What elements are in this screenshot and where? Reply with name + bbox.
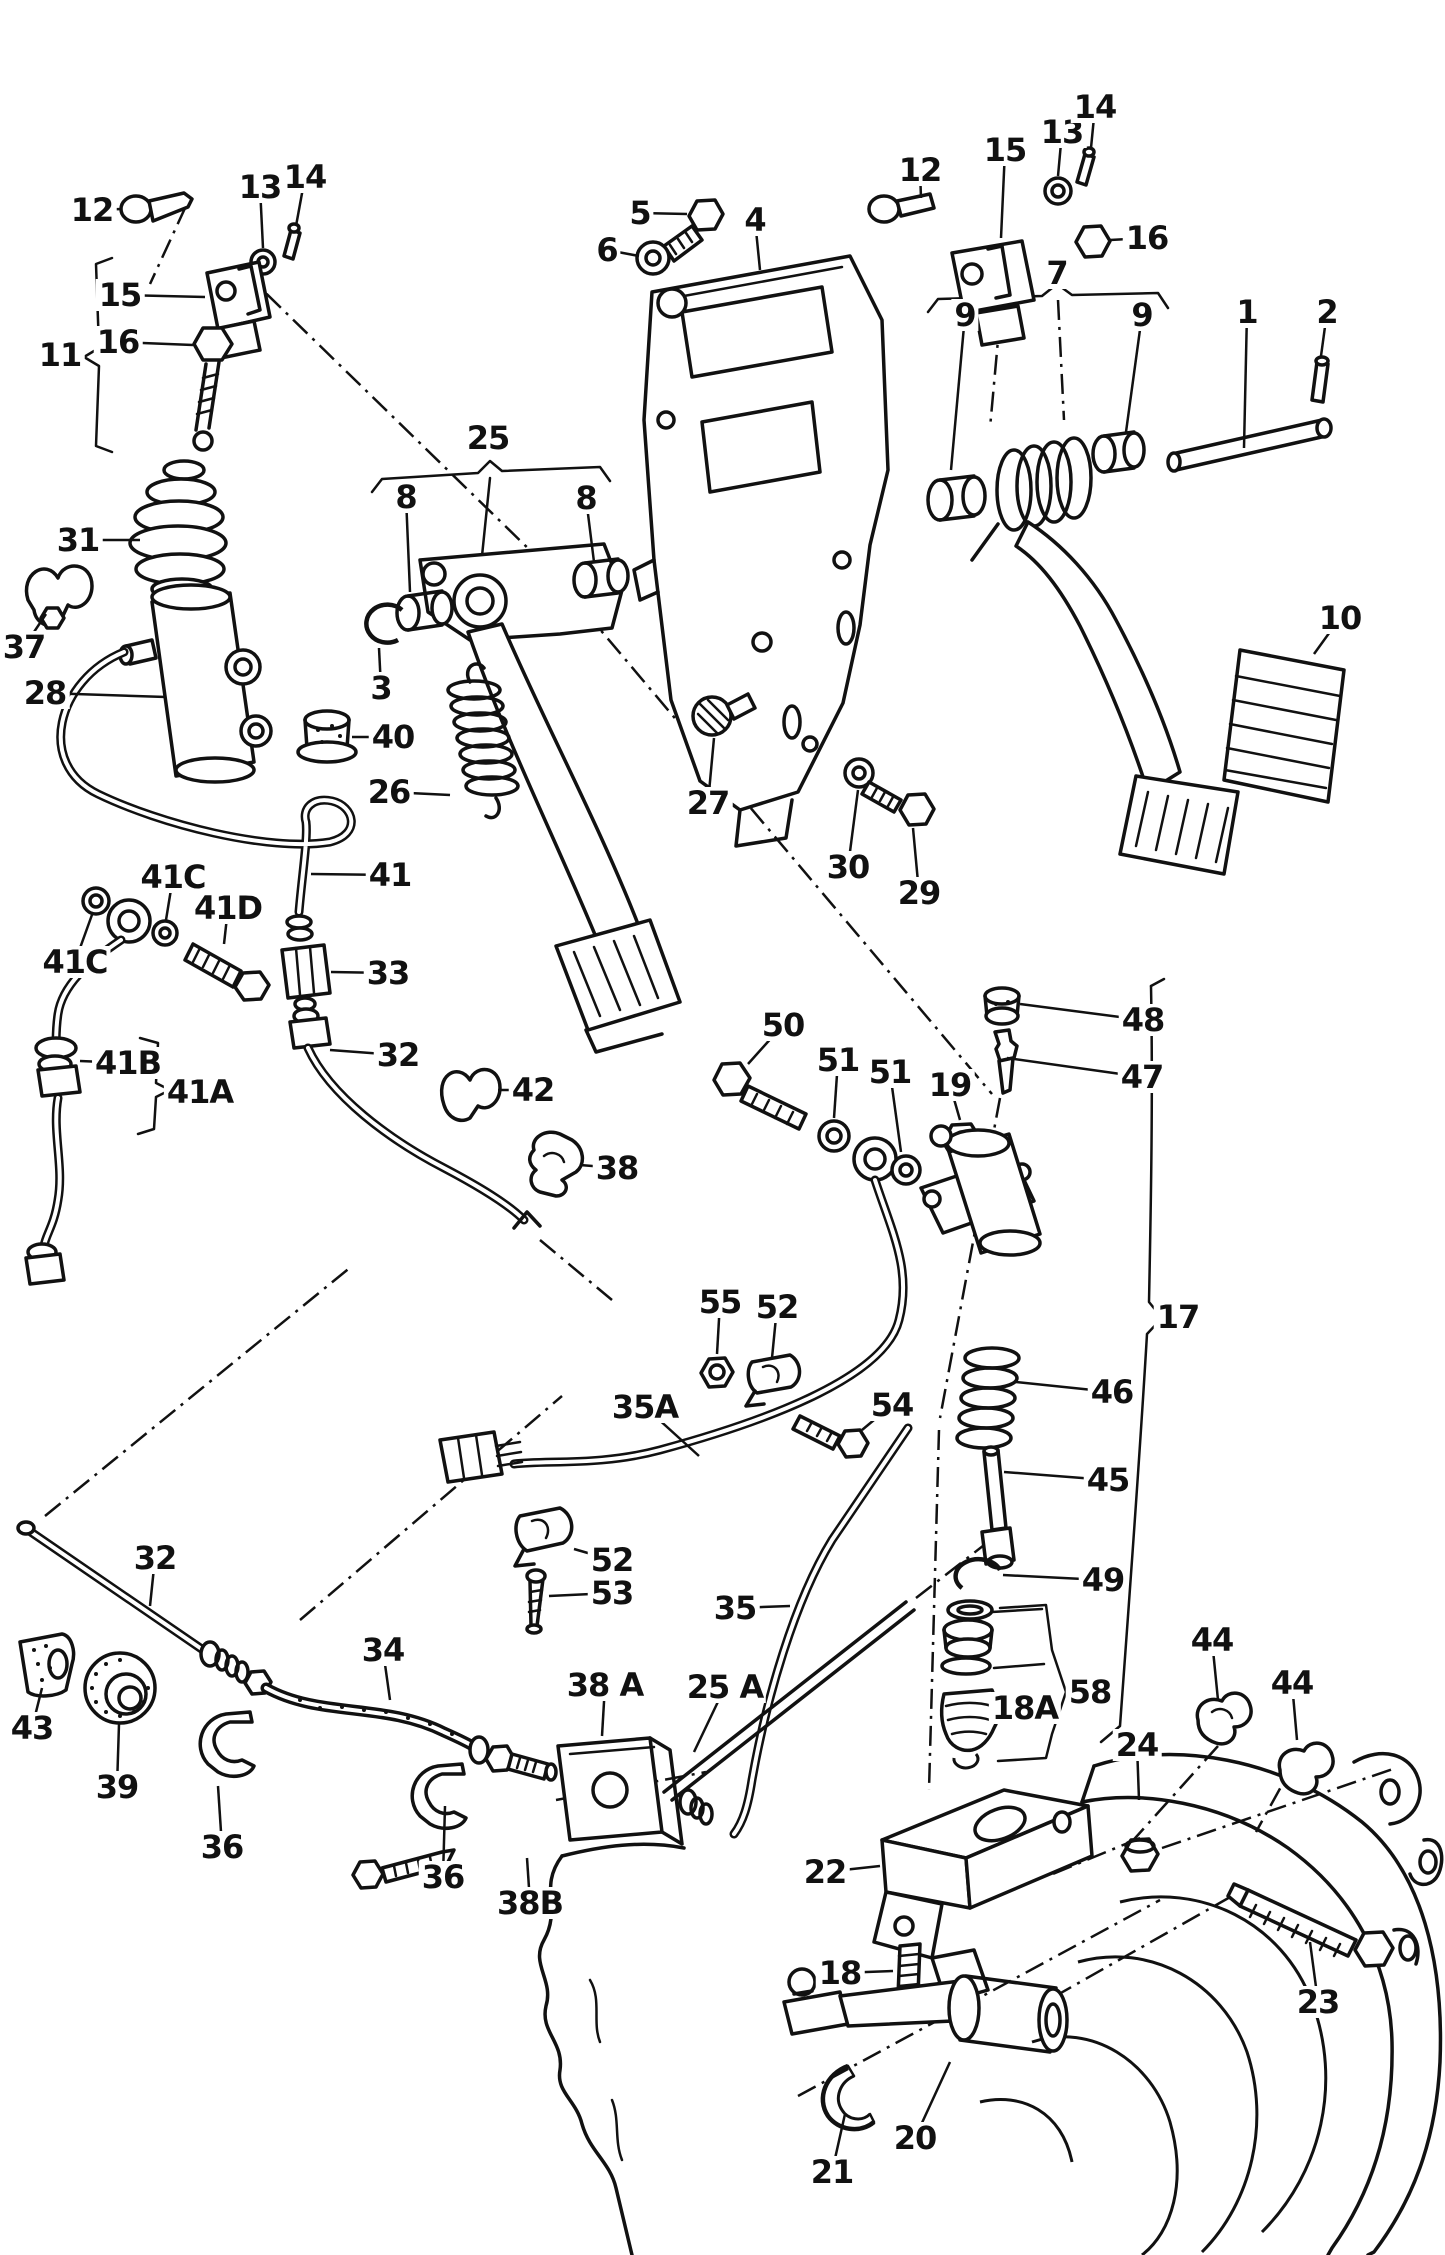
part-label-10: 10: [1315, 602, 1365, 634]
part-label-52: 52: [752, 1291, 802, 1323]
part-label-37: 37: [0, 631, 49, 663]
part-label-9: 9: [951, 299, 979, 331]
part-label-51: 51: [813, 1044, 863, 1076]
pipes-35: [438, 1175, 913, 1839]
pipe-clamps: [440, 1067, 585, 1198]
part-label-20: 20: [890, 2122, 940, 2154]
part-label-32: 32: [130, 1542, 180, 1574]
part-label-39: 39: [92, 1771, 142, 1803]
hose-41b-group: [24, 564, 271, 1286]
part-label-35: 35: [710, 1592, 760, 1624]
part-label-26: 26: [364, 776, 414, 808]
part-label-27: 27: [683, 787, 733, 819]
part-label-36: 36: [197, 1831, 247, 1863]
part-label-54: 54: [867, 1389, 917, 1421]
clutch-pedal-7-group: [867, 146, 1346, 876]
part-label-24: 24: [1112, 1729, 1162, 1761]
slave-cylinder-group: [712, 986, 1042, 1770]
part-label-8: 8: [572, 482, 600, 514]
part-label-1: 1: [1233, 296, 1261, 328]
part-label-41: 41: [365, 859, 415, 891]
part-label-15: 15: [980, 134, 1030, 166]
part-label-9: 9: [1128, 299, 1156, 331]
part-label-44: 44: [1187, 1624, 1237, 1656]
part-label-41b: 41B: [92, 1047, 164, 1079]
part-label-45: 45: [1083, 1464, 1133, 1496]
part-label-13: 13: [235, 171, 285, 203]
part-label-12: 12: [895, 154, 945, 186]
part-label-41d: 41D: [190, 892, 266, 924]
part-label-36: 36: [418, 1861, 468, 1893]
part-label-13: 13: [1037, 116, 1087, 148]
part-label-38: 38: [592, 1152, 642, 1184]
part-label-18a: 18A: [988, 1692, 1062, 1724]
part-label-16: 16: [93, 326, 143, 358]
part-label-41c: 41C: [39, 946, 111, 978]
part-label-17: 17: [1153, 1301, 1203, 1333]
part-label-8: 8: [392, 481, 420, 513]
part-label-16: 16: [1122, 222, 1172, 254]
part-label-55: 55: [695, 1286, 745, 1318]
part-label-52: 52: [587, 1544, 637, 1576]
clevis-pushrod-left: [119, 191, 302, 452]
part-label-43: 43: [7, 1712, 57, 1744]
part-label-58: 58: [1065, 1676, 1115, 1708]
part-label-35a: 35A: [608, 1391, 682, 1423]
part-label-28: 28: [20, 677, 70, 709]
part-label-25a: 25 A: [683, 1671, 767, 1703]
part-label-21: 21: [807, 2156, 857, 2188]
part-label-53: 53: [587, 1577, 637, 1609]
part-label-25: 25: [463, 422, 513, 454]
part-label-29: 29: [894, 877, 944, 909]
part-label-47: 47: [1117, 1061, 1167, 1093]
part-label-4: 4: [741, 204, 769, 236]
part-label-3: 3: [367, 672, 395, 704]
part-label-32: 32: [373, 1039, 423, 1071]
part-label-22: 22: [800, 1856, 850, 1888]
part-label-11: 11: [35, 339, 85, 371]
leader-line-9: [949, 314, 967, 471]
part-label-12: 12: [67, 194, 117, 226]
part-label-23: 23: [1293, 1986, 1343, 2018]
pipe-41: [56, 647, 542, 1230]
part-label-51: 51: [865, 1056, 915, 1088]
mounting-bracket-4: [632, 198, 890, 848]
part-label-7: 7: [1043, 257, 1071, 289]
part-label-44: 44: [1267, 1667, 1317, 1699]
part-label-31: 31: [53, 524, 103, 556]
part-label-2: 2: [1313, 296, 1341, 328]
part-label-15: 15: [95, 279, 145, 311]
part-label-14: 14: [1070, 91, 1120, 123]
bottom-left-lines: [16, 1520, 916, 1890]
part-label-18: 18: [815, 1957, 865, 1989]
leader-line-1: [1242, 311, 1249, 449]
part-label-19: 19: [925, 1069, 975, 1101]
part-label-38a: 38 A: [563, 1669, 647, 1701]
part-label-50: 50: [758, 1009, 808, 1041]
part-label-33: 33: [363, 957, 413, 989]
part-label-38b: 38B: [494, 1887, 566, 1919]
part-label-34: 34: [358, 1634, 408, 1666]
leader-line-9: [1124, 314, 1144, 433]
part-label-5: 5: [626, 197, 654, 229]
part-label-48: 48: [1118, 1004, 1168, 1036]
transmission-area: [537, 1691, 1444, 2255]
pedal-25-assembly: [296, 542, 682, 1054]
part-label-46: 46: [1087, 1376, 1137, 1408]
part-label-6: 6: [593, 234, 621, 266]
part-label-30: 30: [823, 851, 873, 883]
part-label-42: 42: [508, 1074, 558, 1106]
master-cylinder: [118, 583, 273, 784]
part-label-14: 14: [280, 161, 330, 193]
part-label-49: 49: [1078, 1564, 1128, 1596]
part-label-41a: 41A: [163, 1076, 237, 1108]
part-label-41c: 41C: [137, 861, 209, 893]
bracket-fasteners: [691, 692, 936, 827]
part-label-40: 40: [368, 721, 418, 753]
